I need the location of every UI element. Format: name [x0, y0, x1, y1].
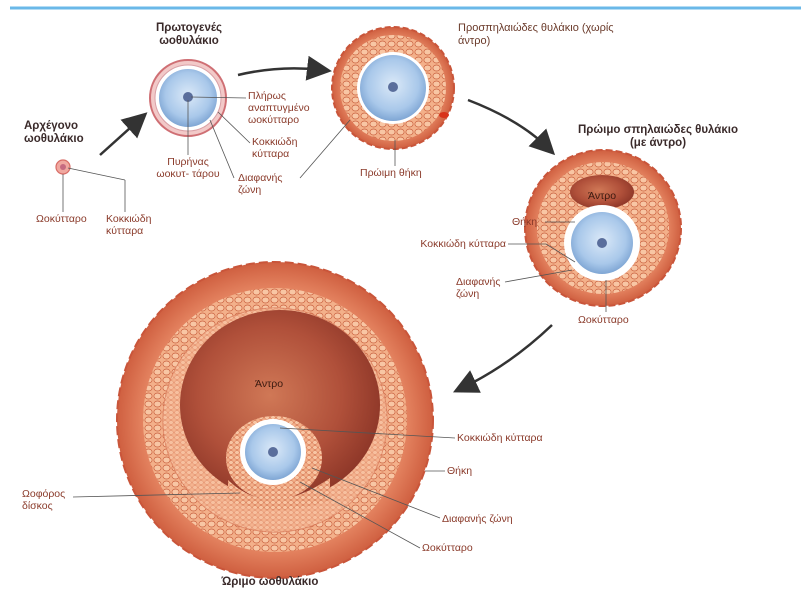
early-antral-title: Πρώιμο σπηλαιώδες θυλάκιο (με άντρο): [578, 124, 738, 150]
early-antral-antrum-label: Άντρο: [588, 190, 616, 202]
primary-title: Πρωτογενές ωοθυλάκιο: [150, 22, 228, 48]
preantral-theca-label: Πρώιμη θήκη: [360, 167, 422, 179]
mature-theca-label: Θήκη: [447, 465, 472, 477]
primary-zona-label: Διαφανής ζώνη: [238, 172, 296, 196]
arrow-primordial-to-primary: [100, 119, 140, 155]
early-antral-theca-label: Θήκη: [512, 216, 537, 228]
mature-granulosa-label: Κοκκιώδη κύτταρα: [457, 432, 543, 444]
preantral-follicle: [332, 27, 454, 149]
mature-cumulus-label: Ωοφόρος δίσκος: [22, 488, 74, 512]
primary-nucleus-label: Πυρήνας ωοκυτ- τάρου: [156, 156, 220, 180]
mature-antrum-label: Άντρο: [255, 378, 283, 390]
preantral-title: Προσπηλαιώδες θυλάκιο (χωρίς άντρο): [458, 22, 618, 48]
primordial-title: Αρχέγονο ωοθυλάκιο: [24, 120, 104, 146]
primordial-granulosa-label: Κοκκιώδη κύτταρα: [106, 213, 166, 237]
mature-zona-label: Διαφανής ζώνη: [442, 513, 513, 525]
mature-title: Ώριμο ωοθυλάκιο: [190, 576, 350, 589]
primary-mature-oocyte-label: Πλήρως αναπτυγμένο ωοκύτταρο: [248, 90, 338, 126]
primordial-oocyte-label: Ωοκύτταρο: [36, 213, 87, 225]
arrow-primary-to-preantral: [238, 68, 322, 75]
mature-oocyte-label: Ωοκύτταρο: [422, 542, 473, 554]
early-antral-follicle: [525, 150, 681, 306]
early-antral-zona-label: Διαφανής ζώνη: [456, 276, 508, 300]
early-antral-granulosa-label: Κοκκιώδη κύτταρα: [378, 238, 506, 250]
mature-follicle: [117, 262, 433, 578]
arrow-early-antral-to-mature: [462, 325, 552, 388]
arrow-preantral-to-early-antral: [468, 100, 548, 148]
primordial-follicle: [56, 160, 70, 174]
primary-granulosa-label: Κοκκιώδη κύτταρα: [252, 136, 312, 160]
early-antral-oocyte-label: Ωοκύτταρο: [578, 314, 629, 326]
